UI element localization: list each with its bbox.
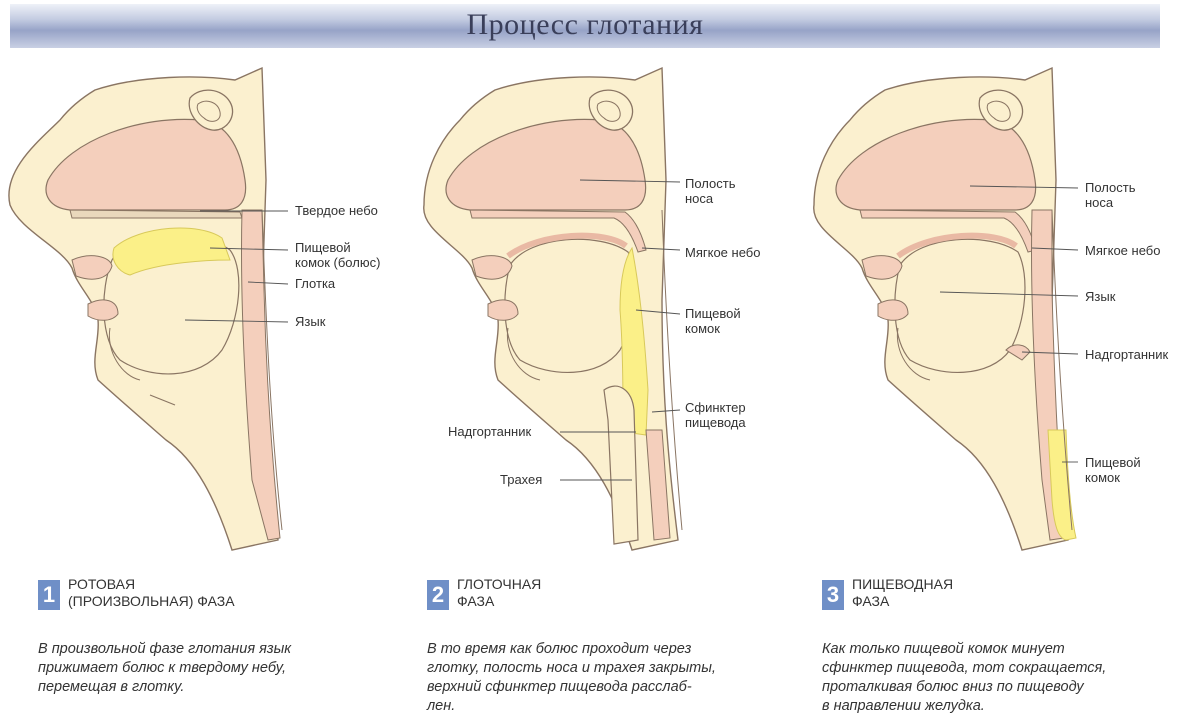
phase-description-3: Как только пищевой комок минует сфинктер… bbox=[822, 640, 1182, 716]
panel-oral-phase: Твердое небо Пищевой комок (болюс) Глотк… bbox=[0, 60, 400, 560]
phase-title-line2: ФАЗА bbox=[852, 593, 889, 609]
label-bolus-line2: комок bbox=[685, 321, 720, 336]
label-sphincter-line2: пищевода bbox=[685, 415, 746, 430]
phase-title: ПИЩЕВОДНАЯ ФАЗА bbox=[852, 576, 953, 610]
phase-heading-3: 3 ПИЩЕВОДНАЯ ФАЗА bbox=[822, 572, 1152, 612]
description-line: перемещая в глотку. bbox=[38, 678, 378, 697]
label-bolus: Пищевой комок (болюс) bbox=[295, 240, 380, 270]
label-nasal-cavity-line1: Полость bbox=[685, 176, 735, 191]
phase-description-2: В то время как болюс проходит через глот… bbox=[427, 640, 787, 716]
label-sphincter-line1: Сфинктер bbox=[685, 400, 746, 415]
description-line: сфинктер пищевода, тот сокращается, bbox=[822, 659, 1182, 678]
phase-number-badge: 2 bbox=[427, 580, 449, 610]
title-banner: Процесс глотания bbox=[10, 4, 1160, 48]
description-line: в направлении желудка. bbox=[822, 697, 1182, 716]
label-nasal-cavity-line2: носа bbox=[685, 191, 713, 206]
description-line: проталкивая болюс вниз по пищеводу bbox=[822, 678, 1182, 697]
head-illustration-2 bbox=[410, 60, 810, 560]
description-line: верхний сфинктер пищевода расслаб- bbox=[427, 678, 787, 697]
description-line: прижимает болюс к твердому небу, bbox=[38, 659, 378, 678]
phase-title-line2: ФАЗА bbox=[457, 593, 494, 609]
phase-title-line2: (ПРОИЗВОЛЬНАЯ) ФАЗА bbox=[68, 593, 235, 609]
phase-number-badge: 3 bbox=[822, 580, 844, 610]
label-bolus: Пищевой комок bbox=[1085, 455, 1141, 485]
label-sphincter: Сфинктер пищевода bbox=[685, 400, 746, 430]
label-pharynx: Глотка bbox=[295, 276, 335, 291]
label-tongue: Язык bbox=[295, 314, 325, 329]
phase-title: ГЛОТОЧНАЯ ФАЗА bbox=[457, 576, 541, 610]
label-hard-palate: Твердое небо bbox=[295, 203, 378, 218]
tongue bbox=[505, 239, 635, 372]
label-bolus-line1: Пищевой bbox=[1085, 455, 1141, 470]
label-nasal-cavity-line1: Полость bbox=[1085, 180, 1135, 195]
label-nasal-cavity: Полость носа bbox=[685, 176, 735, 206]
label-bolus-line1: Пищевой bbox=[295, 240, 351, 255]
phase-heading-2: 2 ГЛОТОЧНАЯ ФАЗА bbox=[427, 572, 757, 612]
label-bolus-line2: комок (болюс) bbox=[295, 255, 380, 270]
label-soft-palate: Мягкое небо bbox=[685, 245, 760, 260]
phase-title: РОТОВАЯ (ПРОИЗВОЛЬНАЯ) ФАЗА bbox=[68, 576, 235, 610]
phase-title-line1: РОТОВАЯ bbox=[68, 576, 135, 592]
description-line: глотку, полость носа и трахея закрыты, bbox=[427, 659, 787, 678]
label-tongue: Язык bbox=[1085, 289, 1115, 304]
label-epiglottis: Надгортанник bbox=[448, 424, 531, 439]
label-bolus-line2: комок bbox=[1085, 470, 1120, 485]
head-illustration-1 bbox=[0, 60, 420, 560]
label-bolus-line1: Пищевой bbox=[685, 306, 741, 321]
head-illustration-3 bbox=[800, 60, 1199, 560]
description-line: лен. bbox=[427, 697, 787, 716]
label-nasal-cavity-line2: носа bbox=[1085, 195, 1113, 210]
phase-title-line1: ГЛОТОЧНАЯ bbox=[457, 576, 541, 592]
panel-esophageal-phase: Полость носа Мягкое небо Язык Надгортанн… bbox=[800, 60, 1199, 560]
phase-title-line1: ПИЩЕВОДНАЯ bbox=[852, 576, 953, 592]
description-line: В произвольной фазе глотания язык bbox=[38, 640, 378, 659]
description-line: Как только пищевой комок минует bbox=[822, 640, 1182, 659]
description-line: В то время как болюс проходит через bbox=[427, 640, 787, 659]
phase-number-badge: 1 bbox=[38, 580, 60, 610]
label-epiglottis: Надгортанник bbox=[1085, 347, 1168, 362]
page-title: Процесс глотания bbox=[10, 8, 1160, 42]
phase-description-1: В произвольной фазе глотания язык прижим… bbox=[38, 640, 378, 697]
tongue bbox=[895, 239, 1025, 372]
label-bolus: Пищевой комок bbox=[685, 306, 741, 336]
label-trachea: Трахея bbox=[500, 472, 542, 487]
label-nasal-cavity: Полость носа bbox=[1085, 180, 1135, 210]
label-soft-palate: Мягкое небо bbox=[1085, 243, 1160, 258]
phase-heading-1: 1 РОТОВАЯ (ПРОИЗВОЛЬНАЯ) ФАЗА bbox=[38, 572, 368, 612]
panel-pharyngeal-phase: Полость носа Мягкое небо Пищевой комок С… bbox=[410, 60, 810, 560]
